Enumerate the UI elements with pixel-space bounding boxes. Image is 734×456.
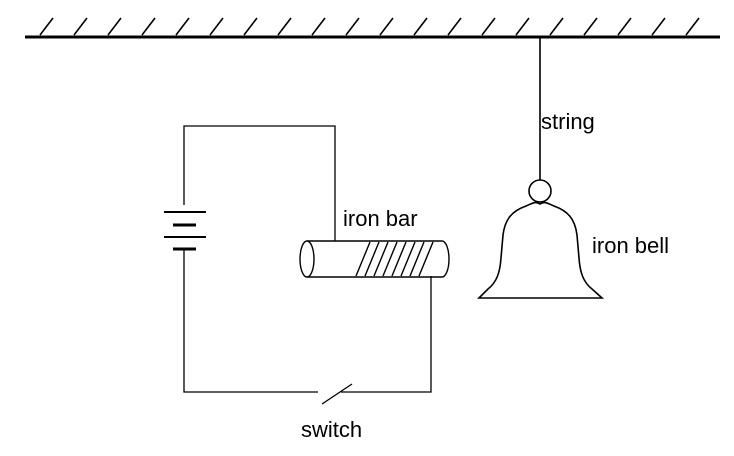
iron-bar-label: iron bar [343, 206, 418, 231]
wire-right-bottom [341, 276, 432, 393]
wire-top [183, 125, 336, 241]
coil [355, 241, 434, 277]
coil-turn [391, 241, 407, 277]
hatch-mark [685, 17, 700, 36]
hatch-mark [175, 17, 190, 36]
iron-bell-label: iron bell [592, 233, 670, 258]
ceiling-hatching [39, 17, 700, 36]
hatch-mark [243, 17, 258, 36]
iron-bar-end [299, 240, 315, 278]
hatch-mark [583, 17, 598, 36]
hatch-mark [345, 17, 360, 36]
hatch-mark [515, 17, 530, 36]
switch-lever [321, 383, 353, 405]
hatch-mark [617, 17, 632, 36]
battery [164, 211, 206, 251]
hatch-mark [73, 17, 88, 36]
switch-label: switch [301, 417, 363, 442]
coil-turn [373, 241, 389, 277]
coil-turn [409, 241, 425, 277]
wire-left-bottom [183, 249, 318, 393]
coil-turn [418, 241, 434, 277]
iron-bar-body [307, 240, 450, 278]
coil-turn [382, 241, 398, 277]
coil-turn [355, 241, 371, 277]
hatch-mark [209, 17, 224, 36]
hatch-mark [107, 17, 122, 36]
bell-ring [528, 179, 552, 203]
iron-bell [477, 201, 605, 299]
hatch-mark [141, 17, 156, 36]
ceiling [25, 17, 720, 39]
hatch-mark [311, 17, 326, 36]
hatch-mark [481, 17, 496, 36]
hatch-mark [413, 17, 428, 36]
iron-bar [299, 240, 450, 278]
hatch-mark [379, 17, 394, 36]
hatch-mark [651, 17, 666, 36]
hatch-mark [447, 17, 462, 36]
circuit [183, 125, 432, 405]
hatch-mark [549, 17, 564, 36]
hatch-mark [277, 17, 292, 36]
bell-assembly [477, 37, 605, 299]
string-label: string [541, 109, 595, 134]
coil-turn [364, 241, 380, 277]
hatch-mark [39, 17, 54, 36]
coil-turn [400, 241, 416, 277]
